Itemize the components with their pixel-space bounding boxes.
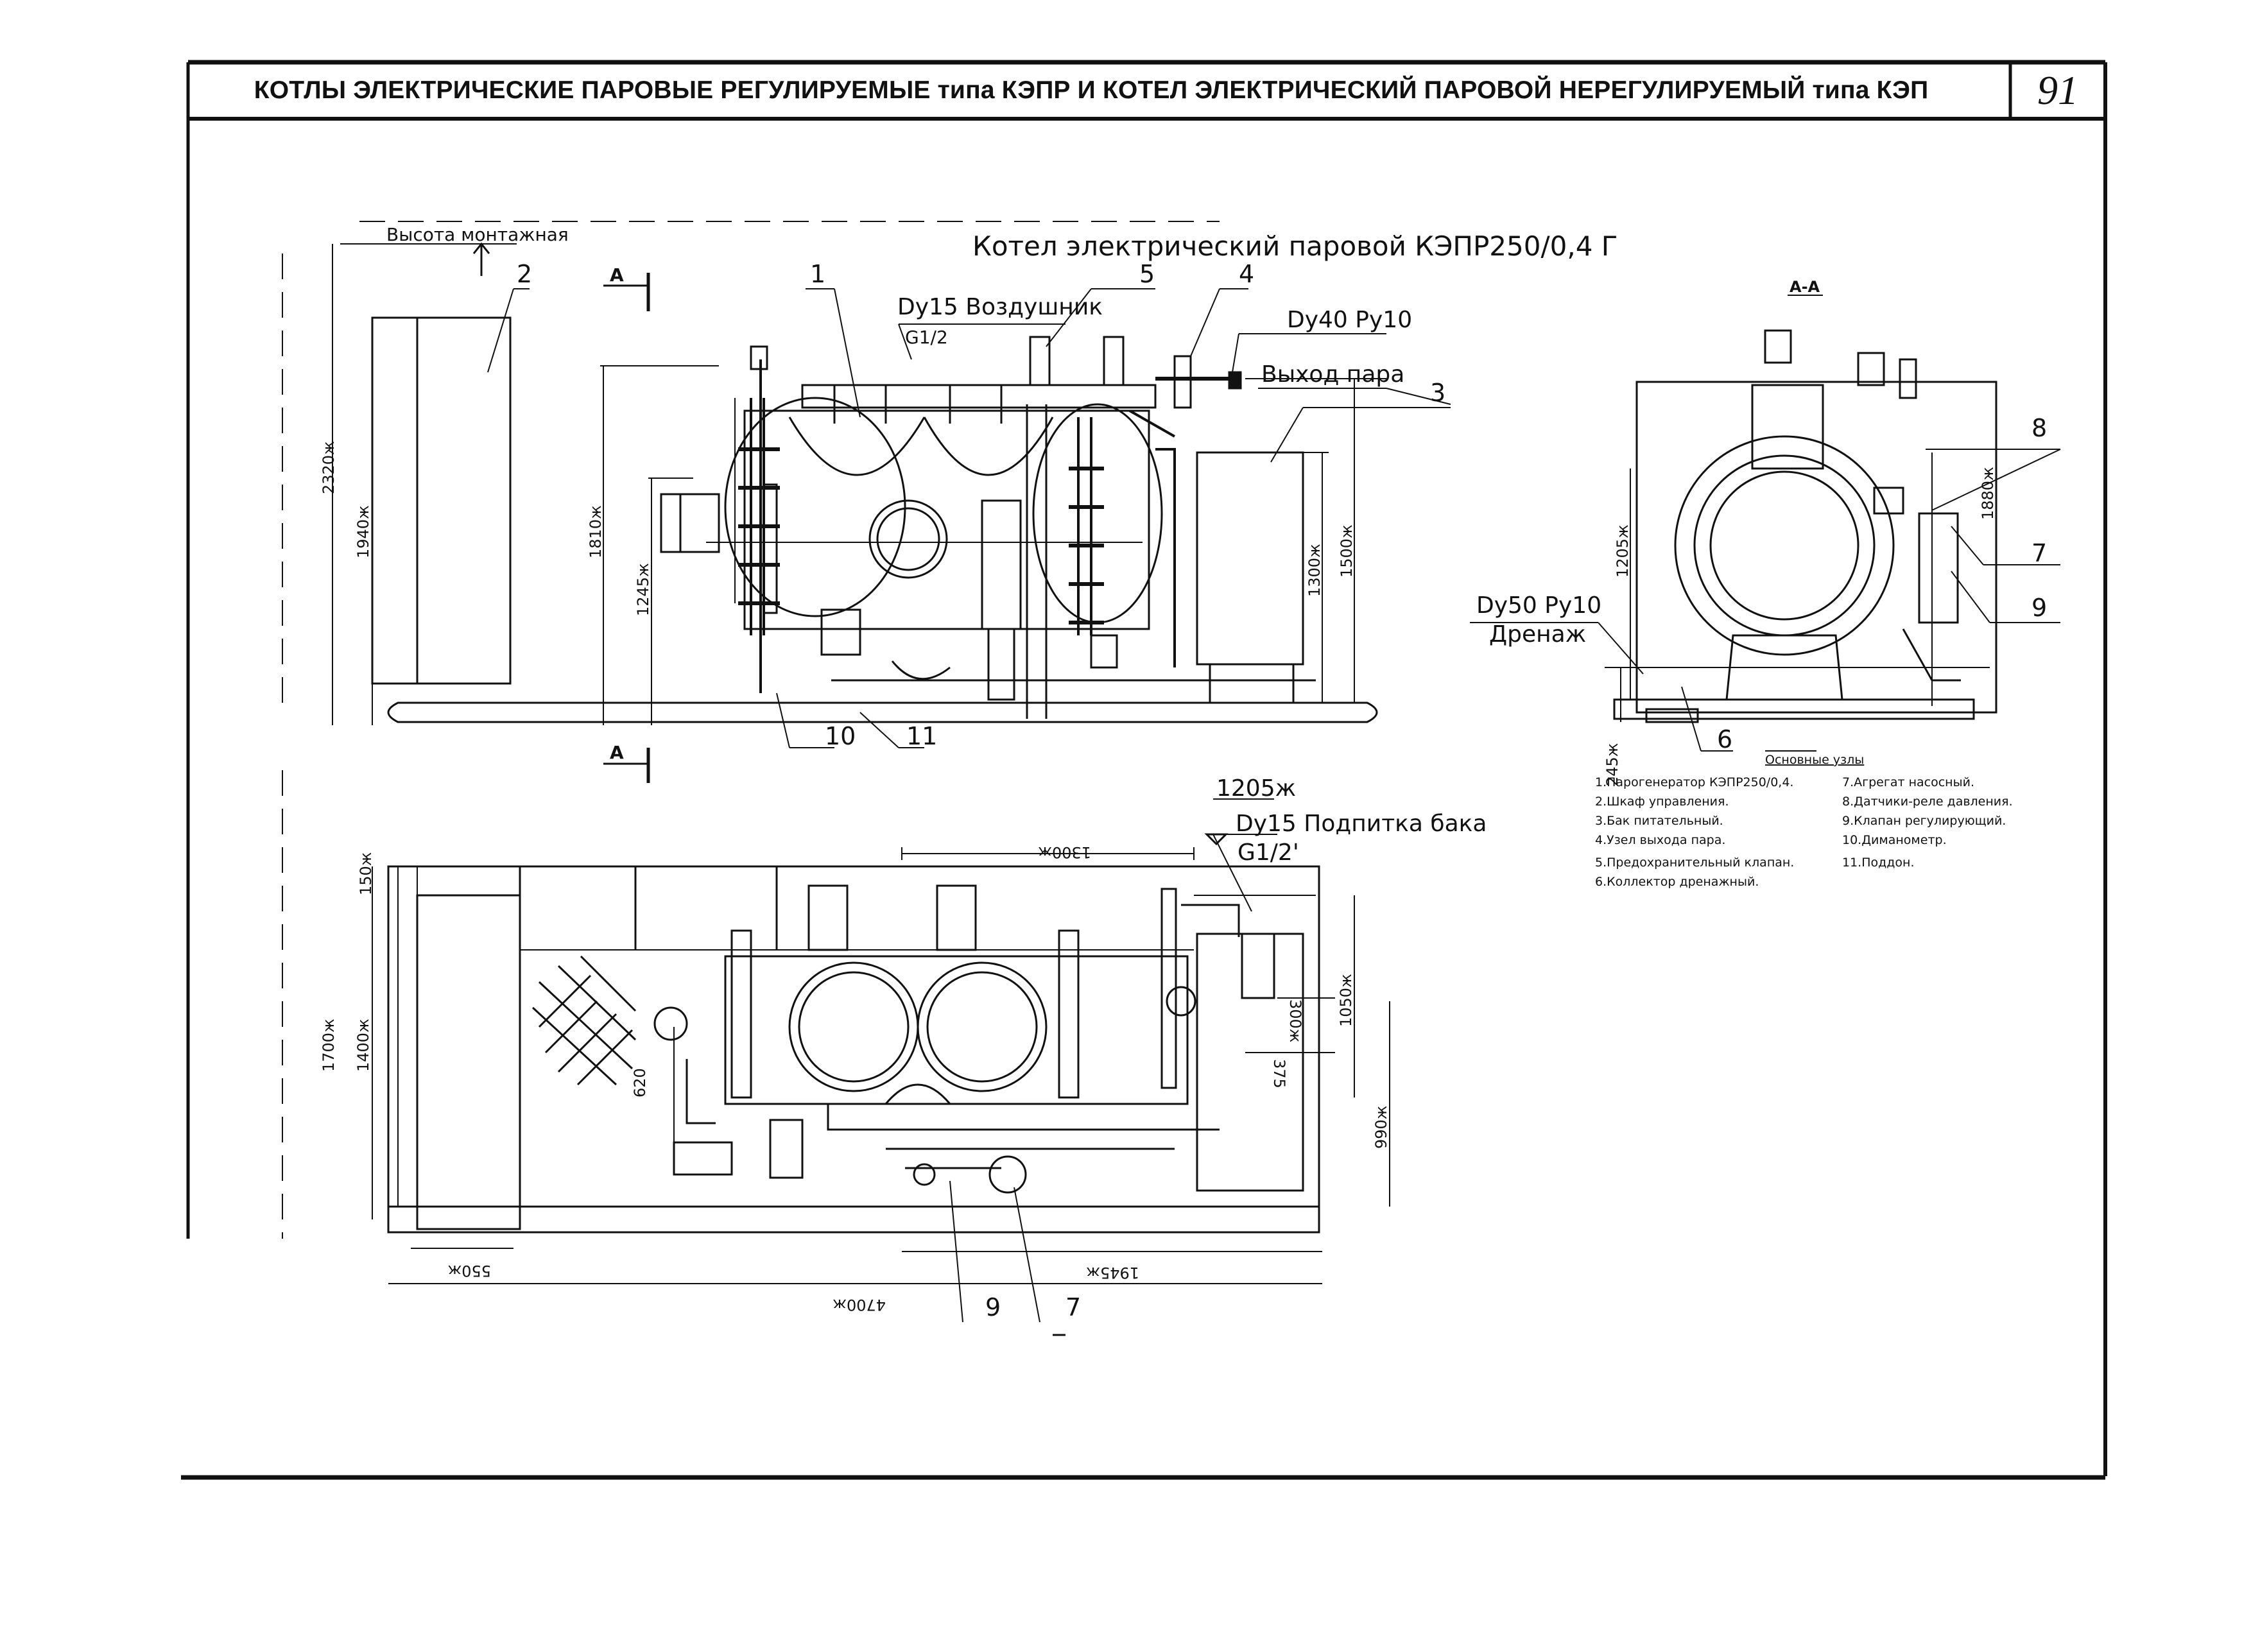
dim-990: 990ж [1372,1106,1390,1149]
steam-outlet-label: Выход пара [1261,361,1404,388]
legend-item: 6.Коллектор дренажный. [1595,875,1759,889]
dim-1300h: 1300ж [1038,843,1091,861]
dim-1400: 1400ж [354,1019,372,1072]
section-mark-top: А [610,264,624,286]
drawing-title: Котел электрический паровой КЭПР250/0,4 … [972,230,1617,262]
makeup-thread: G1/2' [1238,839,1299,866]
legend-item: 2.Шкаф управления. [1595,795,1729,809]
dim-1050: 1050ж [1337,974,1355,1027]
legend-item: 3.Бак питательный. [1595,814,1723,828]
page-number: 91 [2037,67,2078,113]
dim-245: 245ж [1603,743,1621,786]
legend-item: 9.Клапан регулирующий. [1842,814,2006,828]
legend-item: 10.Диманометр. [1842,833,1947,847]
dim-150: 150ж [357,852,375,895]
position-4: 4 [1239,260,1254,288]
position-9-plan: 9 [985,1293,1001,1321]
steam-outlet-size: Dy40 Py10 [1287,307,1412,333]
dim-375: 375 [1270,1059,1288,1088]
dim-1205: 1205ж [1614,524,1632,578]
position-7-aa: 7 [2031,539,2047,567]
drain-label: Дренаж [1489,621,1586,648]
feed-tank [1196,451,1304,666]
legend-item: 7.Агрегат насосный. [1842,775,1974,789]
plan-view [282,770,1390,1336]
dim-550: 550ж [448,1262,491,1280]
position-8-aa: 8 [2031,414,2047,442]
legend-item: 1.Парогенератор КЭПР250/0,4. [1595,775,1793,789]
sheet-title: КОТЛЫ ЭЛЕКТРИЧЕСКИЕ ПАРОВЫЕ РЕГУЛИРУЕМЫЕ… [254,76,1929,104]
dim-1880: 1880ж [1979,467,1997,520]
dim-4700: 4700ж [832,1296,886,1314]
air-vent-thread: G1/2 [905,327,948,348]
position-2: 2 [517,260,532,288]
legend-item: 4.Узел выхода пара. [1595,833,1725,847]
position-3: 3 [1430,379,1445,407]
position-6: 6 [1717,725,1732,753]
mounting-height-label: Высота монтажная [386,224,569,245]
position-7-plan: 7 [1065,1293,1081,1321]
position-9-aa: 9 [2031,594,2047,622]
makeup-level: 1205ж [1216,775,1296,802]
section-view-a-a [1470,295,2061,752]
dim-2320: 2320ж [320,441,338,494]
drawing-frame [181,60,2107,1480]
legend-item: 5.Предохранительный клапан. [1595,856,1794,870]
position-11: 11 [906,722,937,750]
front-view [282,221,1451,783]
dim-1810: 1810ж [587,505,605,558]
dim-1945: 1945ж [1086,1264,1139,1282]
position-1: 1 [810,260,825,288]
position-5: 5 [1139,260,1155,288]
drain-size: Dy50 Py10 [1476,592,1601,619]
legend-heading: Основные узлы [1765,753,1864,767]
dim-1700: 1700ж [320,1019,338,1072]
air-vent-callout: Dy15 Воздушник [897,294,1103,320]
makeup-label: Dy15 Подпитка бака [1236,811,1487,837]
control-cabinet [371,316,512,685]
dim-1500: 1500ж [1338,524,1356,578]
dim-1245: 1245ж [634,563,652,616]
dim-1940: 1940ж [354,505,372,558]
section-mark-bottom: А [610,742,624,763]
dim-1300v: 1300ж [1306,544,1324,597]
legend-item: 8.Датчики-реле давления. [1842,795,2013,809]
legend-item: 11.Поддон. [1842,856,1915,870]
section-view-title: А-А [1790,278,1820,296]
dim-300: 300ж [1286,999,1304,1042]
position-10: 10 [825,722,856,750]
dim-620: 620 [631,1068,649,1097]
